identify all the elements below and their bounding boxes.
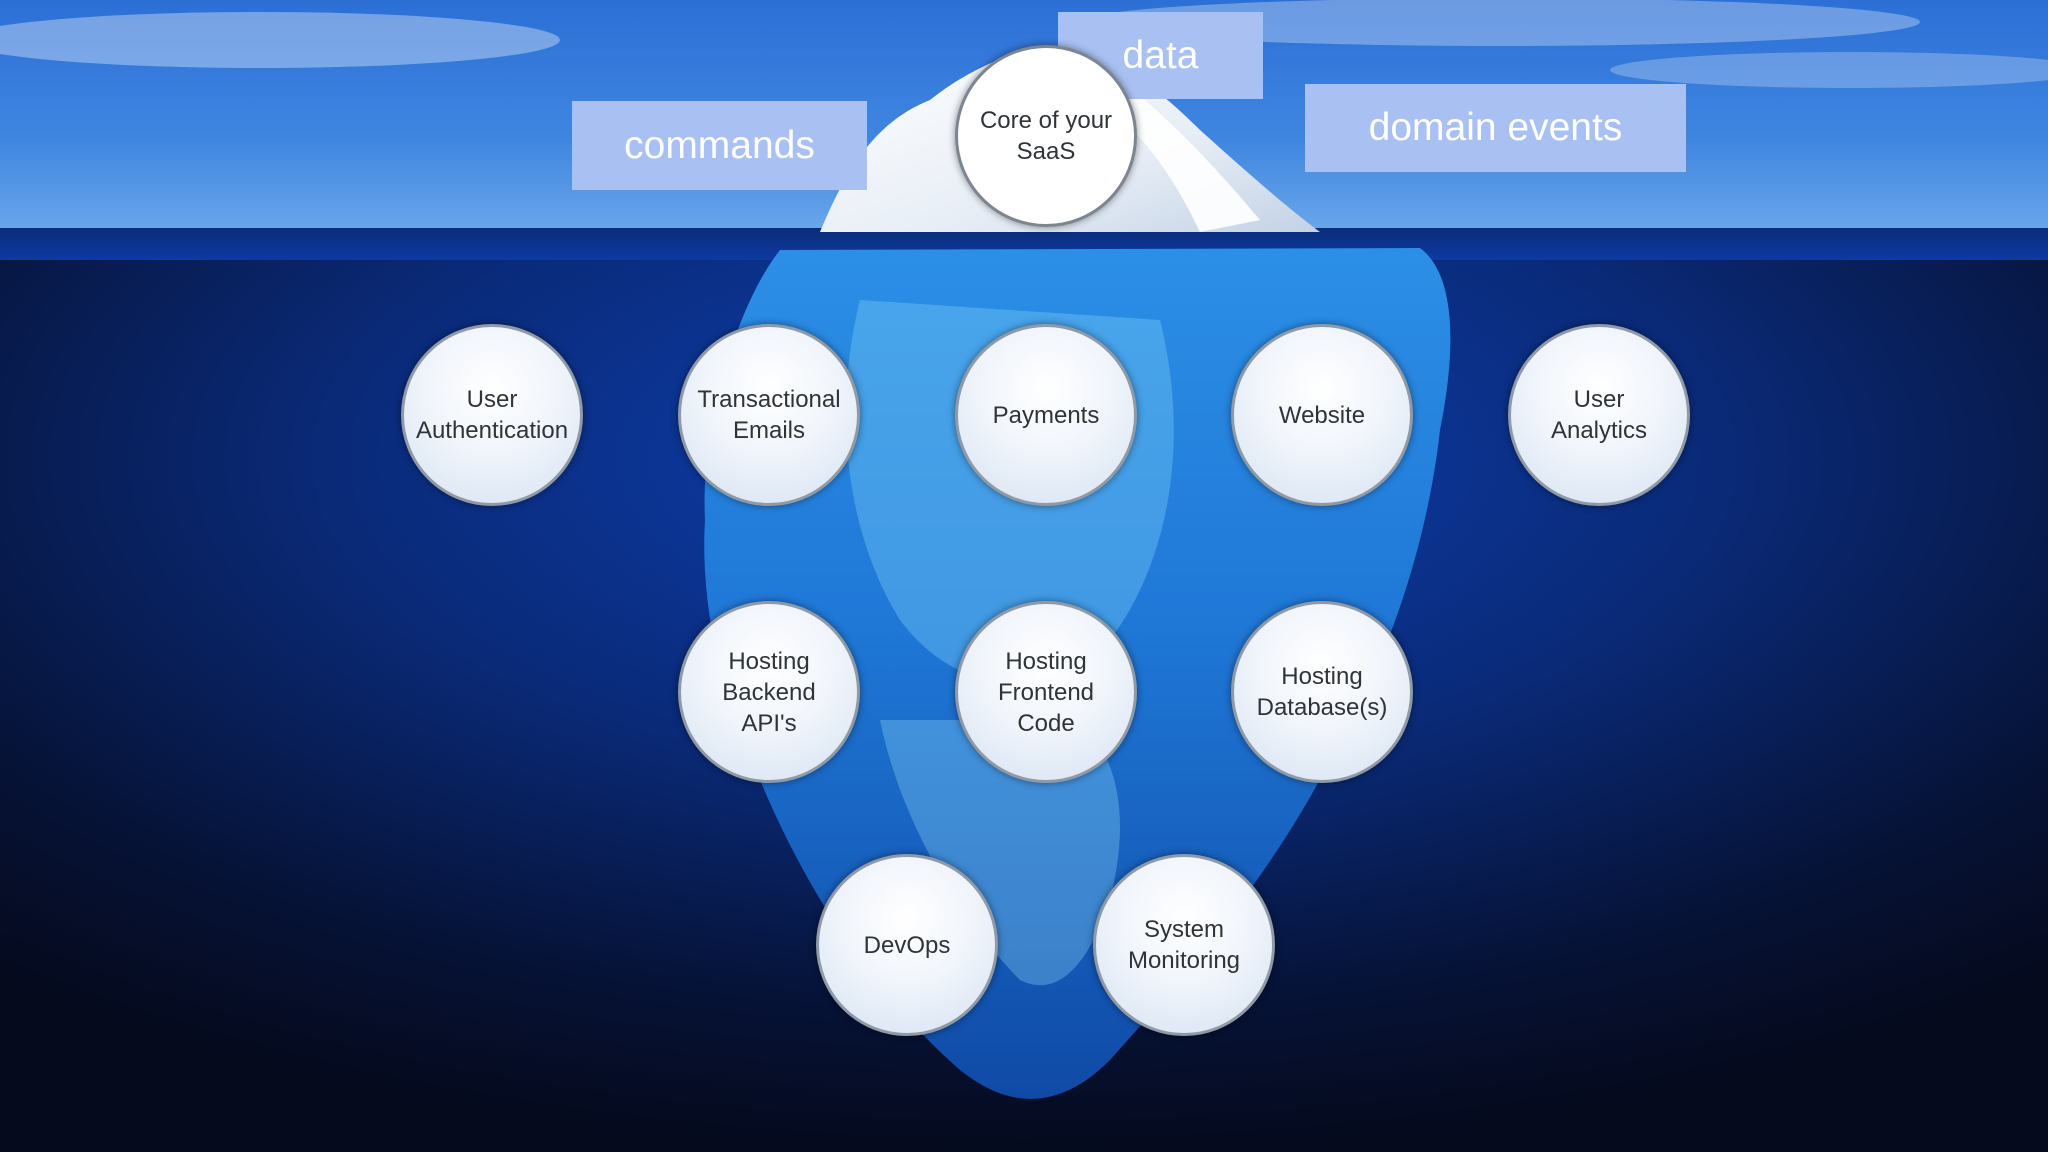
node-hosting-backend-apis: Hosting Backend API's <box>678 601 860 783</box>
node-label: Payments <box>992 401 1100 429</box>
node-devops: DevOps <box>816 854 998 1036</box>
node-label: User Authentication <box>415 386 569 444</box>
node-label: Hosting Database(s) <box>1256 663 1388 721</box>
node-hosting-frontend-code: Hosting Frontend Code <box>955 601 1137 783</box>
node-label: System Monitoring <box>1127 916 1241 974</box>
node-user-authentication: User Authentication <box>401 324 583 506</box>
node-label: DevOps <box>863 931 951 959</box>
node-label: Website <box>1278 401 1366 429</box>
node-label: User Analytics <box>1550 386 1648 444</box>
node-label: Core of your SaaS <box>979 107 1113 165</box>
node-user-analytics: User Analytics <box>1508 324 1690 506</box>
node-label: Hosting Backend API's <box>722 647 816 737</box>
node-label: Transactional Emails <box>697 386 841 444</box>
commands-label: commands <box>572 101 867 190</box>
node-website: Website <box>1231 324 1413 506</box>
node-core-of-your-saas: Core of your SaaS <box>955 45 1137 227</box>
node-payments: Payments <box>955 324 1137 506</box>
domain-events-label: domain events <box>1305 84 1686 172</box>
node-hosting-databases: Hosting Database(s) <box>1231 601 1413 783</box>
node-label: Hosting Frontend Code <box>997 647 1095 737</box>
node-transactional-emails: Transactional Emails <box>678 324 860 506</box>
node-system-monitoring: System Monitoring <box>1093 854 1275 1036</box>
